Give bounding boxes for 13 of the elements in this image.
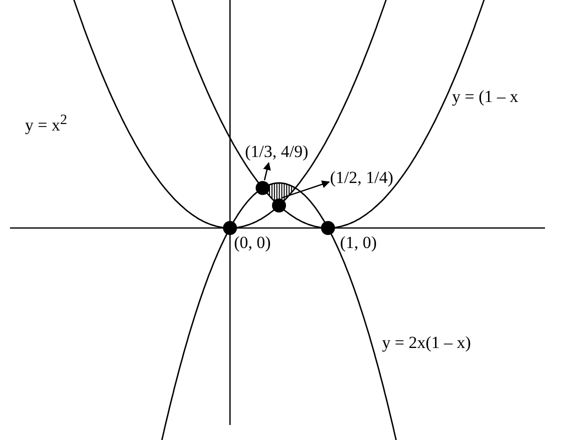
- arrow: [263, 162, 271, 180]
- coordinate-label: (1, 0): [340, 233, 377, 253]
- coordinate-label: (1/3, 4/9): [245, 142, 308, 162]
- curve-label: y = (1 – x: [452, 87, 518, 107]
- point-marker: [272, 198, 286, 212]
- coordinate-label: (1/2, 1/4): [330, 168, 394, 188]
- coordinate-label: (0, 0): [234, 233, 271, 253]
- curve-label: y = x$^{2}$: [25, 112, 68, 136]
- point-marker: [223, 221, 237, 235]
- curve-label: y = 2x(1 – x): [382, 333, 471, 353]
- arrow: [281, 180, 330, 199]
- point-marker: [321, 221, 335, 235]
- point-marker: [256, 181, 270, 195]
